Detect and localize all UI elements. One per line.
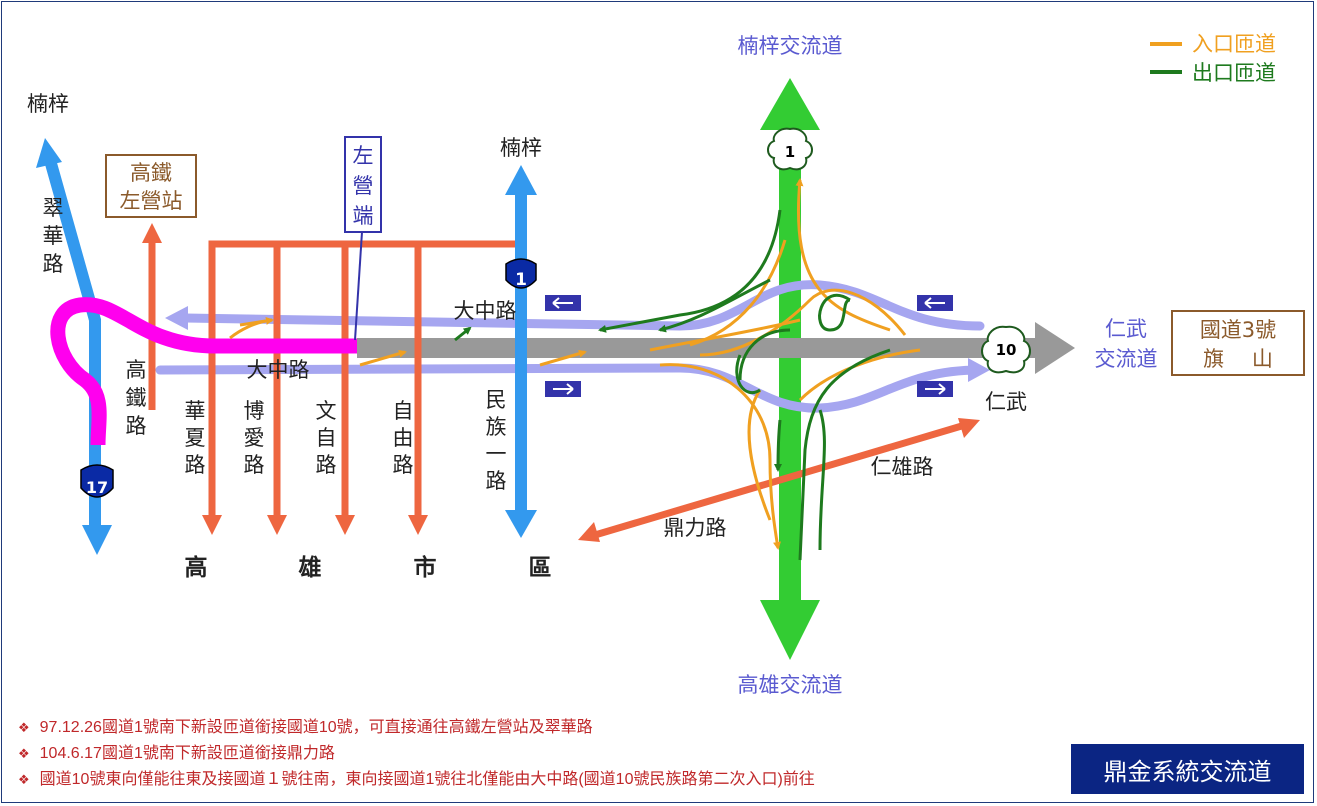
hsr-station-box	[105, 154, 197, 218]
dingli-label: 鼎力路	[664, 516, 727, 540]
dazhong-top-label: 大中路	[454, 299, 517, 323]
ziyou-char2: 由	[393, 426, 414, 450]
hwy17-number: 17	[86, 478, 108, 497]
guodao3-line1: 國道3號	[1200, 318, 1276, 342]
ziyou-char3: 路	[393, 453, 414, 477]
city-char1: 高	[185, 554, 208, 581]
legend-entrance-label: 入口匝道	[1192, 32, 1276, 56]
minzu-char4: 路	[486, 469, 507, 493]
zuoying-end-box	[344, 136, 382, 233]
city-street-arrowheads	[142, 223, 980, 542]
exit-ramps	[454, 209, 891, 561]
note-text: 97.12.26國道1號南下新設匝道銜接國道10號，可直接通往高鐵左營站及翠華路	[39, 719, 593, 736]
ziyou-char1: 自	[393, 399, 414, 423]
minzu-char1: 民	[486, 388, 507, 412]
renxiong-label: 仁雄路	[871, 455, 934, 479]
note-item: ❖ 104.6.17國道1號南下新設匝道銜接鼎力路	[18, 741, 1068, 767]
minzu-char2: 族	[486, 415, 507, 439]
new-ramp-magenta	[50, 297, 357, 446]
hwy1-mid-shield: 1	[505, 258, 537, 290]
huaxia-char1: 華	[185, 399, 206, 423]
guodao3-box	[1171, 310, 1305, 376]
note-bullet-icon: ❖	[18, 720, 30, 735]
gaotie-char2: 鐵	[126, 386, 147, 410]
renwu-interchange-line1: 仁武	[1105, 317, 1147, 341]
nanzi-mid-label: 楠梓	[500, 136, 542, 160]
city-streets	[148, 240, 966, 539]
renwu-east-arrowhead	[968, 358, 990, 382]
kaohsiung-interchange-label: 高雄交流道	[738, 673, 843, 697]
zuoying-char3: 端	[353, 204, 374, 228]
huaxia-char2: 夏	[185, 426, 206, 450]
renwu-label: 仁武	[985, 390, 1027, 414]
legend-exit-label: 出口匝道	[1192, 61, 1276, 85]
guodao3-line2: 旗 山	[1203, 347, 1273, 371]
cuihua-char1: 翠	[43, 196, 64, 220]
city-char4: 區	[529, 555, 552, 581]
zuoying-char2: 營	[353, 174, 374, 198]
hsr-station-line2: 左營站	[120, 189, 183, 213]
hwy1-top-shield: 1	[767, 127, 813, 171]
note-text: 國道10號東向僅能往東及接國道１號往南，東向接國道1號往北僅能由大中路(國道10…	[39, 771, 815, 788]
diagram-title: 鼎金系統交流道	[1071, 744, 1304, 794]
gaotie-char1: 高	[126, 358, 147, 382]
highway-17-road	[36, 138, 112, 555]
highway-1-road	[760, 78, 820, 660]
notes-list: ❖ 97.12.26國道1號南下新設匝道銜接國道10號，可直接通往高鐵左營站及翠華…	[18, 715, 1068, 793]
boai-char1: 博	[244, 399, 265, 423]
wenzi-char1: 文	[316, 399, 337, 423]
hwy10-shield: 10	[981, 325, 1031, 374]
hwy1-mid-number: 1	[515, 270, 527, 290]
hwy10-number: 10	[996, 341, 1017, 359]
note-bullet-icon: ❖	[18, 772, 30, 787]
nanzi-left-label: 楠梓	[27, 92, 69, 116]
renwu-interchange-line2: 交流道	[1095, 347, 1158, 371]
note-item: ❖ 97.12.26國道1號南下新設匝道銜接國道10號，可直接通往高鐵左營站及翠華…	[18, 715, 1068, 741]
boai-char2: 愛	[244, 426, 265, 450]
hsr-station-line1: 高鐵	[130, 161, 172, 185]
wenzi-char3: 路	[316, 453, 337, 477]
zuoying-char1: 左	[353, 144, 374, 168]
note-item: ❖ 國道10號東向僅能往東及接國道１號往南，東向接國道1號往北僅能由大中路(國道1…	[18, 767, 1068, 793]
nanzi-interchange-label: 楠梓交流道	[738, 34, 843, 58]
dazhong-west-arrowhead	[165, 306, 188, 330]
note-text: 104.6.17國道1號南下新設匝道銜接鼎力路	[39, 745, 335, 762]
city-char3: 市	[414, 554, 437, 581]
gaotie-char3: 路	[126, 414, 147, 438]
cuihua-char3: 路	[43, 252, 64, 276]
minzu-char3: 一	[486, 442, 507, 466]
wenzi-char2: 自	[316, 426, 337, 450]
city-char2: 雄	[298, 554, 322, 581]
direction-signs	[545, 295, 953, 397]
cuihua-char2: 華	[43, 224, 64, 248]
note-bullet-icon: ❖	[18, 746, 30, 761]
dazhong-bottom-label: 大中路	[247, 358, 310, 382]
zuoying-end-pointer	[354, 231, 363, 341]
huaxia-char3: 路	[185, 453, 206, 477]
hwy17-shield: 17	[80, 464, 114, 498]
hwy1-top-number: 1	[785, 143, 795, 161]
boai-char3: 路	[244, 453, 265, 477]
